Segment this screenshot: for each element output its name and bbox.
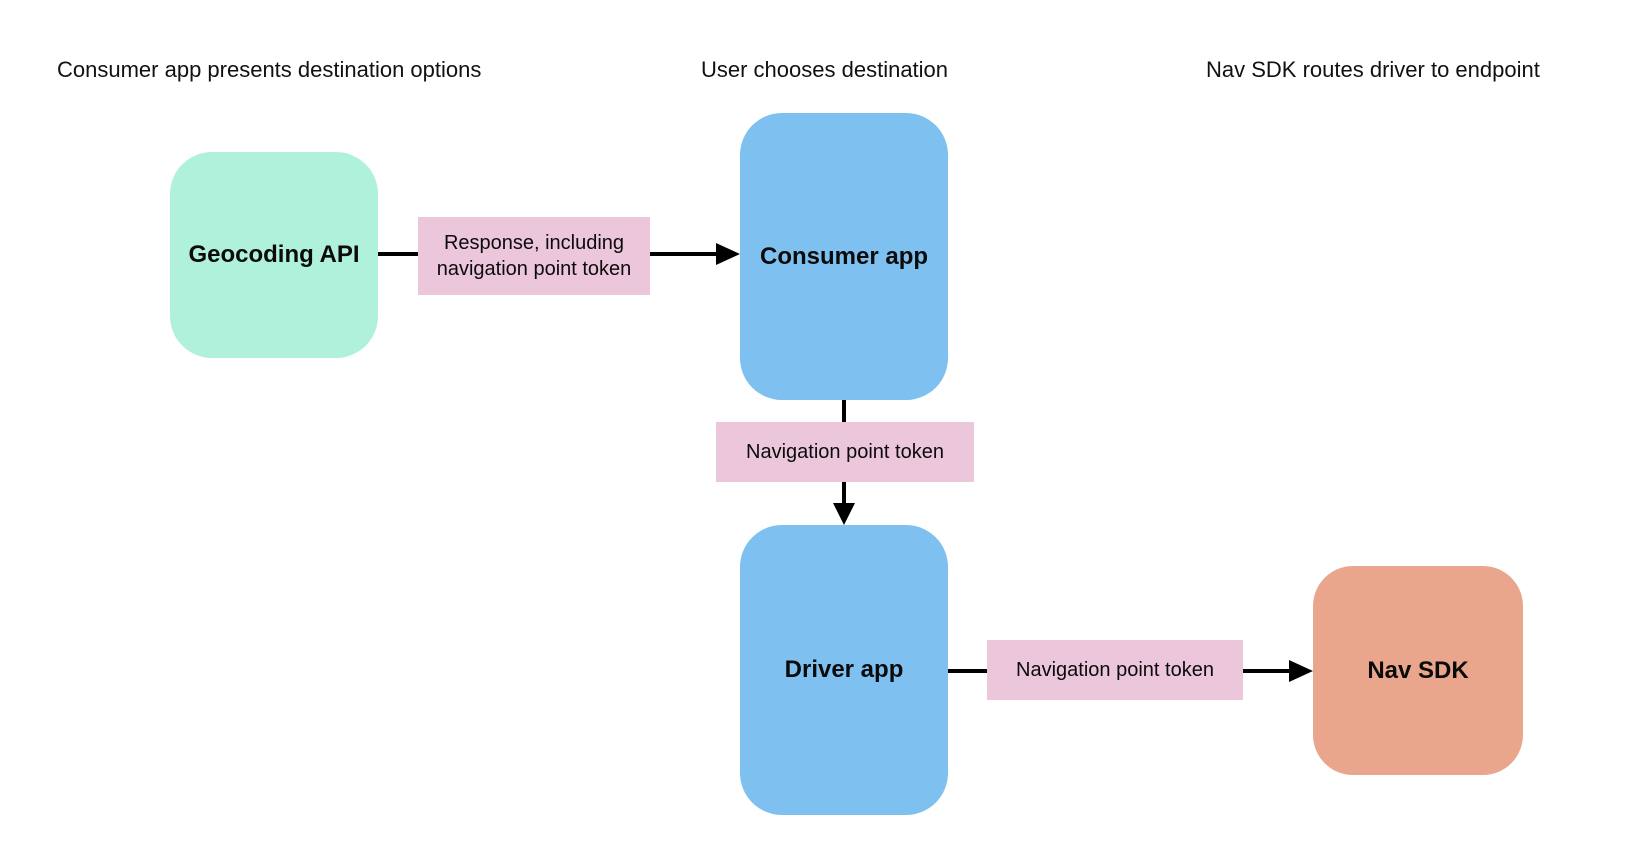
node-geocoding-api: Geocoding API <box>170 152 378 358</box>
column-header-navsdk-routes: Nav SDK routes driver to endpoint <box>1206 57 1540 82</box>
node-geocoding-api-label: Geocoding API <box>188 241 360 268</box>
node-nav-sdk-label: Nav SDK <box>1367 656 1469 684</box>
edge-label-to-navsdk-line <box>1243 669 1291 673</box>
edge-label-navigation-point-token-2-text: Navigation point token <box>1016 659 1214 681</box>
arrowhead-right-icon <box>1289 660 1313 682</box>
edge-label-navigation-point-token-1: Navigation point token <box>716 422 974 482</box>
edge-label-to-driver-line <box>842 482 846 507</box>
column-header-user-chooses: User chooses destination <box>701 57 949 82</box>
edge-label-navigation-point-token-1-text: Navigation point token <box>746 441 944 463</box>
arrowhead-right-icon <box>716 243 740 265</box>
edge-consumer-to-label-line <box>842 400 846 422</box>
edge-driver-to-label-line <box>948 669 987 673</box>
node-driver-app: Driver app <box>740 525 948 815</box>
node-driver-app-label: Driver app <box>784 656 904 683</box>
edge-label-navigation-point-token-2: Navigation point token <box>987 640 1243 700</box>
edge-label-response: Response, including navigation point tok… <box>418 217 650 295</box>
node-consumer-app-label: Consumer app <box>759 242 929 270</box>
edge-label-to-consumer-line <box>650 252 718 256</box>
column-header-consumer-presents: Consumer app presents destination option… <box>57 57 482 82</box>
arrowhead-down-icon <box>833 503 855 525</box>
edge-geocoding-to-label-line <box>378 252 418 256</box>
node-nav-sdk: Nav SDK <box>1313 566 1523 775</box>
node-consumer-app: Consumer app <box>740 113 948 400</box>
edge-label-response-text: Response, including navigation point tok… <box>436 232 632 280</box>
